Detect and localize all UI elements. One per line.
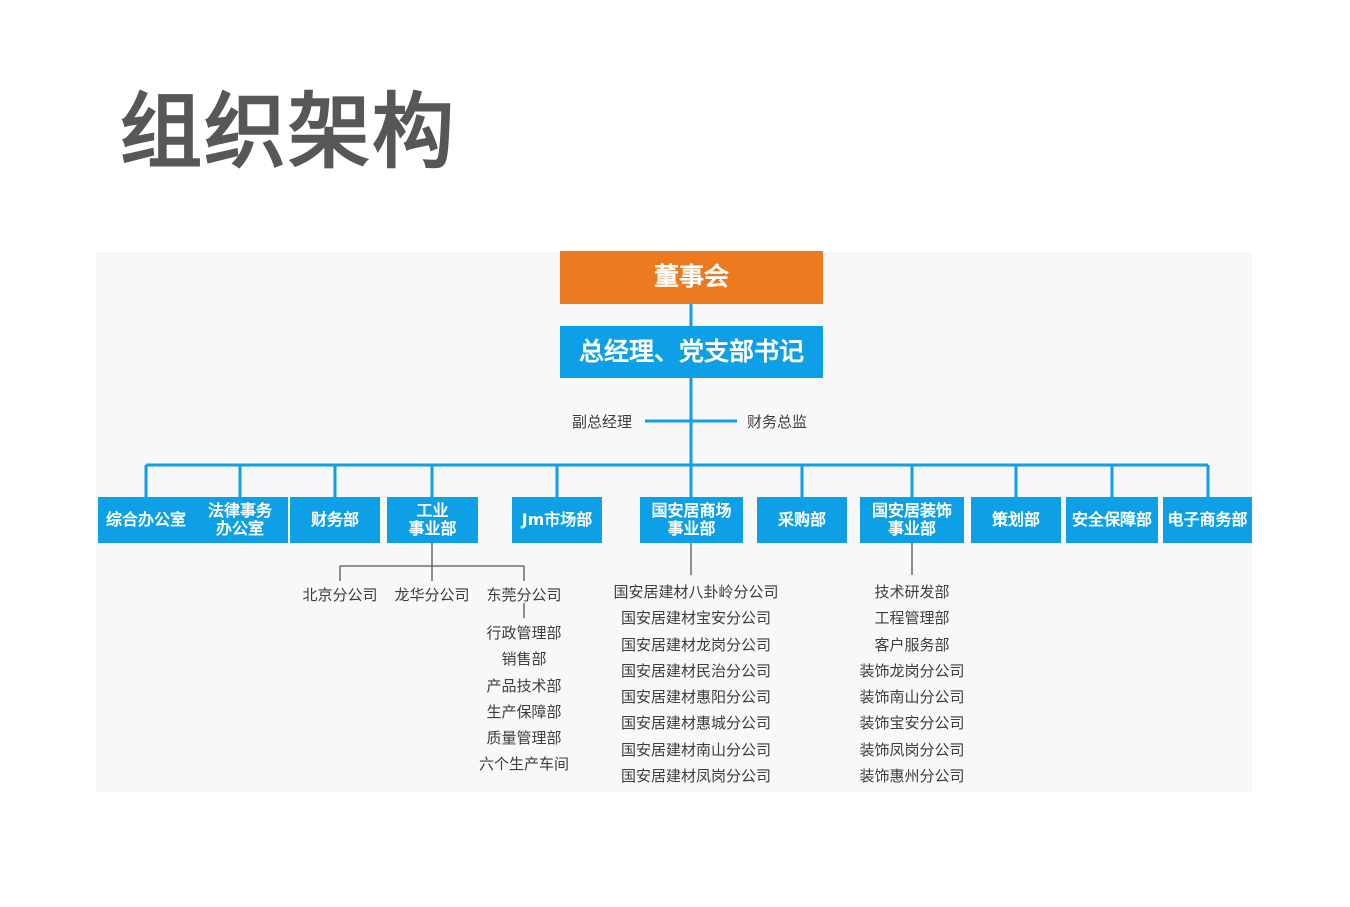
decoration-unit-item: 装饰惠州分公司 — [859, 767, 965, 786]
mall-branch-item: 国安居建材民治分公司 — [620, 661, 771, 680]
dept-decoration-box: 国安居装饰 事业部 — [860, 497, 964, 543]
decoration-unit-item: 客户服务部 — [874, 635, 950, 654]
industrial-branch-dongguan: 东莞分公司 — [486, 586, 562, 604]
mall-branch-item: 国安居建材凤岗分公司 — [620, 767, 771, 786]
mall-branches-list: 国安居建材八卦岭分公司国安居建材宝安分公司国安居建材龙岗分公司国安居建材民治分公… — [596, 579, 796, 789]
dept-mall-label: 国安居商场 事业部 — [651, 500, 732, 538]
decoration-units-list: 技术研发部工程管理部客户服务部装饰龙岗分公司装饰南山分公司装饰宝安分公司装饰凤岗… — [842, 579, 982, 789]
deputy-gm-label: 副总经理 — [572, 413, 633, 431]
mall-branch-item: 国安居建材龙岗分公司 — [620, 635, 771, 654]
dept-mall-box: 国安居商场 事业部 — [640, 497, 743, 543]
decoration-unit-item: 装饰龙岗分公司 — [859, 661, 965, 680]
dept-security-box: 安全保障部 — [1066, 497, 1158, 543]
general-manager-box: 总经理、党支部书记 — [560, 326, 823, 378]
dept-ecommerce-label: 电子商务部 — [1167, 509, 1248, 529]
dept-purchasing-box: 采购部 — [757, 497, 847, 543]
dept-legal-office-label: 法律事务 办公室 — [207, 500, 272, 538]
dept-finance-label: 财务部 — [310, 509, 359, 529]
general-manager-label: 总经理、党支部书记 — [578, 336, 804, 366]
dept-ecommerce-box: 电子商务部 — [1163, 497, 1252, 543]
dept-jm-marketing-label: Jm市场部 — [521, 509, 593, 529]
dept-planning-box: 策划部 — [971, 497, 1061, 543]
board-box: 董事会 — [560, 251, 823, 304]
dongguan-unit-item: 销售部 — [501, 650, 547, 669]
mall-branch-item: 国安居建材南山分公司 — [620, 740, 771, 759]
dongguan-unit-item: 生产保障部 — [486, 702, 562, 721]
decoration-unit-item: 技术研发部 — [874, 583, 950, 601]
dongguan-unit-item: 产品技术部 — [486, 676, 562, 695]
dept-industrial-label: 工业 事业部 — [408, 500, 457, 538]
dongguan-unit-item: 六个生产车间 — [478, 755, 569, 774]
page-title: 组织架构 — [120, 85, 457, 180]
cfo-label: 财务总监 — [747, 413, 808, 431]
dept-finance-box: 财务部 — [290, 497, 380, 543]
industrial-branch-beijing: 北京分公司 — [302, 586, 378, 604]
mall-branch-item: 国安居建材宝安分公司 — [620, 609, 771, 628]
mall-branch-item: 国安居建材惠城分公司 — [620, 714, 771, 733]
dept-jm-marketing-box: Jm市场部 — [512, 497, 602, 543]
dongguan-unit-item: 质量管理部 — [486, 729, 562, 748]
decoration-unit-item: 装饰南山分公司 — [859, 688, 965, 707]
dept-legal-office-box: 法律事务 办公室 — [192, 497, 288, 543]
dept-decoration-label: 国安居装饰 事业部 — [871, 500, 952, 538]
dept-general-office-box: 综合办公室 — [98, 497, 194, 543]
dept-planning-label: 策划部 — [991, 509, 1040, 529]
mall-branch-item: 国安居建材八卦岭分公司 — [613, 583, 779, 601]
industrial-branch-longhua: 龙华分公司 — [394, 586, 470, 604]
decoration-unit-item: 工程管理部 — [874, 609, 950, 628]
dongguan-unit-item: 行政管理部 — [486, 624, 562, 642]
decoration-unit-item: 装饰凤岗分公司 — [859, 740, 965, 759]
decoration-unit-item: 装饰宝安分公司 — [859, 714, 965, 733]
dongguan-units-list: 行政管理部销售部产品技术部生产保障部质量管理部六个生产车间 — [464, 620, 584, 778]
dept-security-label: 安全保障部 — [1071, 509, 1152, 529]
dept-general-office-label: 综合办公室 — [105, 509, 186, 529]
dept-industrial-box: 工业 事业部 — [387, 497, 478, 543]
mall-branch-item: 国安居建材惠阳分公司 — [620, 688, 771, 707]
dept-purchasing-label: 采购部 — [777, 509, 826, 529]
board-label: 董事会 — [653, 262, 729, 292]
